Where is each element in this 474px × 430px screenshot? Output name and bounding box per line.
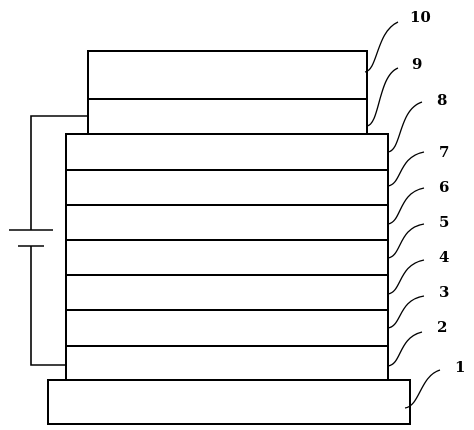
label-3: 3 bbox=[439, 283, 449, 301]
leader-line-1 bbox=[404, 369, 441, 409]
leader-line-7 bbox=[387, 151, 425, 187]
leader-line-4 bbox=[387, 259, 425, 295]
leader-line-2 bbox=[387, 331, 423, 367]
label-2: 2 bbox=[437, 318, 447, 336]
label-9: 9 bbox=[412, 55, 422, 73]
leader-line-6 bbox=[387, 187, 425, 225]
label-7: 7 bbox=[439, 143, 449, 161]
leader-line-8 bbox=[387, 101, 423, 153]
label-10: 10 bbox=[410, 8, 431, 26]
leader-line-5 bbox=[387, 223, 425, 259]
leader-line-10 bbox=[364, 21, 399, 73]
top-layer-stack bbox=[87, 50, 368, 135]
label-6: 6 bbox=[439, 178, 449, 196]
leader-line-3 bbox=[387, 295, 425, 329]
leader-line-9 bbox=[366, 67, 399, 127]
circuit-wire-top bbox=[30, 115, 88, 230]
label-1: 1 bbox=[455, 358, 465, 376]
label-5: 5 bbox=[439, 213, 449, 231]
circuit-wire-bottom bbox=[30, 246, 66, 366]
layer-1-substrate bbox=[47, 379, 411, 425]
label-8: 8 bbox=[437, 91, 447, 109]
label-4: 4 bbox=[439, 248, 449, 266]
